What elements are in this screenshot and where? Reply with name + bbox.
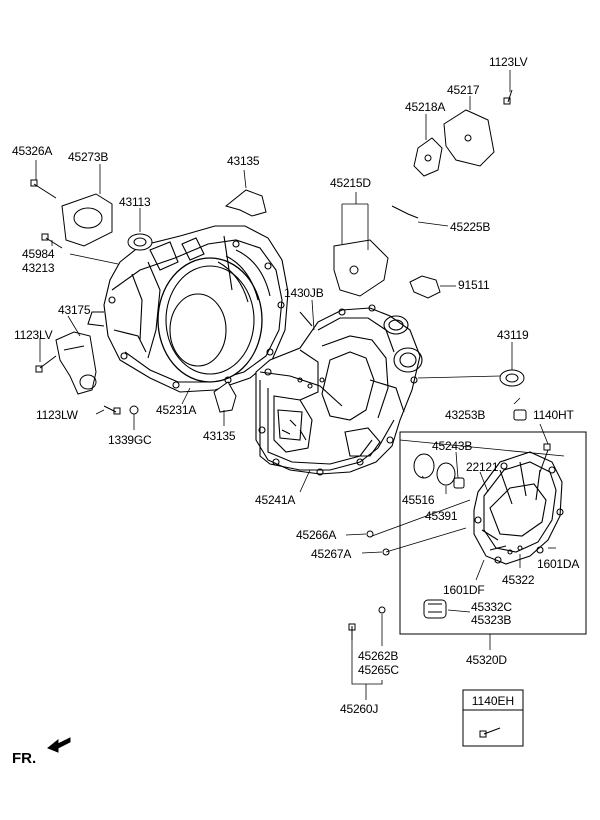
bracket-45215D: [333, 239, 389, 297]
callout-43135-bottom: 43135: [203, 429, 236, 443]
callout-45260J: 45260J: [340, 702, 379, 716]
callout-45241A: 45241A: [255, 493, 296, 507]
oil-seal-43113: [127, 233, 153, 251]
callout-45265C: 45265C: [358, 663, 399, 677]
converter-housing: [87, 225, 289, 393]
callout-45267A: 45267A: [311, 547, 352, 561]
oil-seal-43119: [499, 369, 525, 387]
callout-45262B: 45262B: [358, 649, 399, 663]
callout-43119: 43119: [497, 328, 529, 342]
callout-43175: 43175: [58, 303, 91, 317]
callout-45243B: 45243B: [432, 439, 473, 453]
callout-43253B: 43253B: [445, 408, 486, 422]
callout-1123LW: 1123LW: [36, 408, 78, 422]
callout-1339GC: 1339GC: [108, 433, 152, 447]
inset-box-title: 1140EH: [471, 694, 515, 708]
bolt-1123LV-left: [35, 355, 57, 373]
bracket-45218A: [413, 137, 443, 177]
transaxle-case: [255, 304, 423, 476]
callout-91511: 91511: [458, 278, 490, 292]
wire-45225B: [391, 205, 419, 219]
plug-45262B: [378, 606, 386, 614]
clip-91511: [409, 275, 441, 299]
callout-1601DA: 1601DA: [537, 557, 580, 571]
front-direction-arrow: [47, 737, 71, 753]
callout-45320D: 45320D: [466, 653, 507, 667]
plug-45267A: [382, 548, 390, 556]
callout-1601DF: 1601DF: [443, 583, 485, 597]
bolt-1140HT: [539, 443, 551, 473]
o-ring-45391: [436, 462, 456, 486]
callout-45225B: 45225B: [450, 220, 491, 234]
callout-45322: 45322: [502, 573, 535, 587]
bolt-45260J: [348, 623, 356, 640]
callout-1430JB: 1430JB: [284, 286, 324, 300]
solenoid-43253B: [513, 409, 527, 421]
bracket-45217: [443, 109, 495, 167]
callout-45217: 45217: [447, 83, 480, 97]
leader-lines: [35, 70, 565, 700]
bolt-45984: [41, 233, 63, 249]
side-cover: [473, 451, 564, 565]
callout-45332C: 45332C: [471, 600, 512, 614]
callout-1140HT: 1140HT: [533, 408, 574, 422]
plug-45266A: [366, 530, 374, 538]
bracket-43175: [55, 331, 97, 395]
filter-22121: [453, 477, 465, 489]
callout-45323B: 45323B: [471, 613, 512, 627]
callout-45218A: 45218A: [405, 100, 446, 114]
callout-43213: 43213: [22, 261, 55, 275]
plug-1339GC: [129, 405, 139, 415]
callout-43113: 43113: [119, 195, 151, 209]
bracket-43135-top: [224, 189, 267, 217]
callout-45984: 45984: [22, 247, 55, 261]
bolt-1430JB: [299, 311, 313, 327]
callout-22121: 22121: [466, 460, 499, 474]
plug-45332C: [423, 599, 447, 619]
assembly-box-45320D: [399, 431, 587, 635]
bolt-1123LW: [103, 405, 121, 415]
callout-45231A: 45231A: [156, 403, 197, 417]
callout-45326A: 45326A: [12, 144, 53, 158]
callout-1123LV-left: 1123LV: [14, 328, 53, 342]
inset-box-1140EH: [462, 689, 524, 747]
callout-45273B: 45273B: [68, 150, 109, 164]
o-ring-45516: [413, 453, 435, 479]
bolt-45326A: [30, 179, 57, 199]
callout-43135-top: 43135: [227, 154, 260, 168]
bolt-1140EH: [479, 727, 501, 738]
callout-1123LV-top: 1123LV: [489, 55, 528, 69]
bolt-1123LV-top: [503, 89, 513, 105]
callout-45215D: 45215D: [330, 176, 371, 190]
callout-45266A: 45266A: [296, 528, 337, 542]
callout-45391: 45391: [425, 509, 458, 523]
bracket-43135-bottom: [213, 381, 237, 413]
front-direction-label: FR.: [12, 750, 37, 767]
callout-45516: 45516: [402, 493, 435, 507]
cover-45273B: [61, 193, 113, 247]
